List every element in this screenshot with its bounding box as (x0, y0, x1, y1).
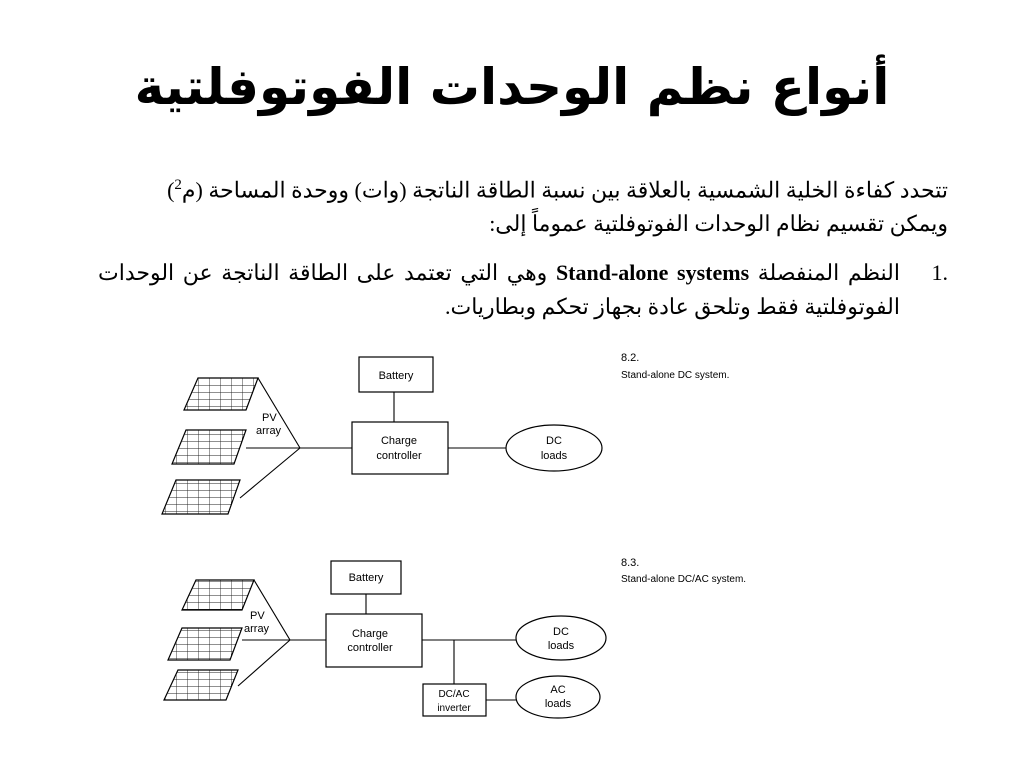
area-unit-superscript: 2 (174, 177, 182, 193)
pv-array-label-1: PV (250, 610, 265, 622)
list-item-text: النظم المنفصلة Stand-alone systems وهي ا… (98, 256, 900, 324)
charge-controller-label-1: Charge (352, 628, 388, 640)
charge-controller-label-2: controller (376, 450, 422, 462)
pv-panel (181, 579, 255, 611)
charge-controller-label-1: Charge (381, 435, 417, 447)
charge-controller-box (351, 421, 449, 475)
list-item-number: .1 (931, 260, 949, 285)
dc-loads-ellipse (515, 615, 607, 661)
pv-array-label-1: PV (262, 412, 277, 424)
pv-panel (171, 429, 247, 465)
pv-array-label-2: array (256, 425, 282, 437)
battery-box (358, 356, 434, 393)
pv-panel (167, 627, 243, 661)
connector-lines (237, 579, 516, 701)
battery-label: Battery (379, 370, 414, 382)
charge-controller-label-2: controller (347, 642, 393, 654)
dc-loads-label-2: loads (548, 640, 575, 652)
pv-array-panels (161, 377, 259, 515)
pv-array-label-2: array (244, 623, 270, 635)
connector-lines (239, 377, 506, 499)
charge-controller-box (325, 613, 423, 668)
ac-loads-label-1: AC (550, 684, 565, 696)
pv-panel (163, 669, 239, 701)
pv-panel (161, 479, 241, 515)
list-item-text-start: النظم المنفصلة (749, 260, 900, 285)
intro-paragraph: تتحدد كفاءة الخلية الشمسية بالعلاقة بين … (108, 168, 948, 241)
standalone-term: Stand-alone systems (555, 260, 750, 285)
inverter-label-1: DC/AC (438, 689, 469, 700)
dc-loads-label-2: loads (541, 450, 568, 462)
figure-dc-system: Battery Charge controller DC loads PV ar… (161, 352, 729, 515)
inverter-box (422, 683, 487, 717)
dc-loads-ellipse (505, 424, 603, 472)
pv-array-panels (163, 579, 255, 701)
inverter-label-2: inverter (437, 703, 471, 714)
dc-loads-label-1: DC (546, 435, 562, 447)
pv-feed-line (239, 447, 301, 499)
figure-number: 8.2. (621, 352, 639, 364)
slide-title: أنواع نظم الوحدات الفوتوفلتية (134, 58, 890, 116)
figure-number: 8.3. (621, 557, 639, 569)
intro-text-start: تتحدد كفاءة الخلية الشمسية بالعلاقة بين … (181, 177, 948, 203)
figure-caption: Stand-alone DC system. (621, 370, 729, 381)
figure-dc-ac-system: Battery Charge controller DC loads DC/AC… (163, 557, 746, 719)
battery-box (330, 560, 402, 595)
pv-feed-line (257, 377, 301, 449)
pv-feed-line (237, 639, 291, 687)
dc-loads-label-1: DC (553, 626, 569, 638)
list-item-text-end: وهي التي تعتمد على الطاقة الناتجة عن الو… (98, 260, 900, 319)
pv-panel (183, 377, 259, 411)
ac-loads-label-2: loads (545, 698, 572, 710)
battery-label: Battery (349, 572, 384, 584)
figure-caption: Stand-alone DC/AC system. (621, 574, 746, 585)
pv-feed-line (253, 579, 291, 641)
intro-text-end: ) ويمكن تقسيم نظام الوحدات الفوتوفلتية ع… (167, 177, 948, 237)
list-item-standalone: .1 النظم المنفصلة Stand-alone systems وه… (98, 256, 948, 324)
ac-loads-ellipse (515, 675, 601, 719)
